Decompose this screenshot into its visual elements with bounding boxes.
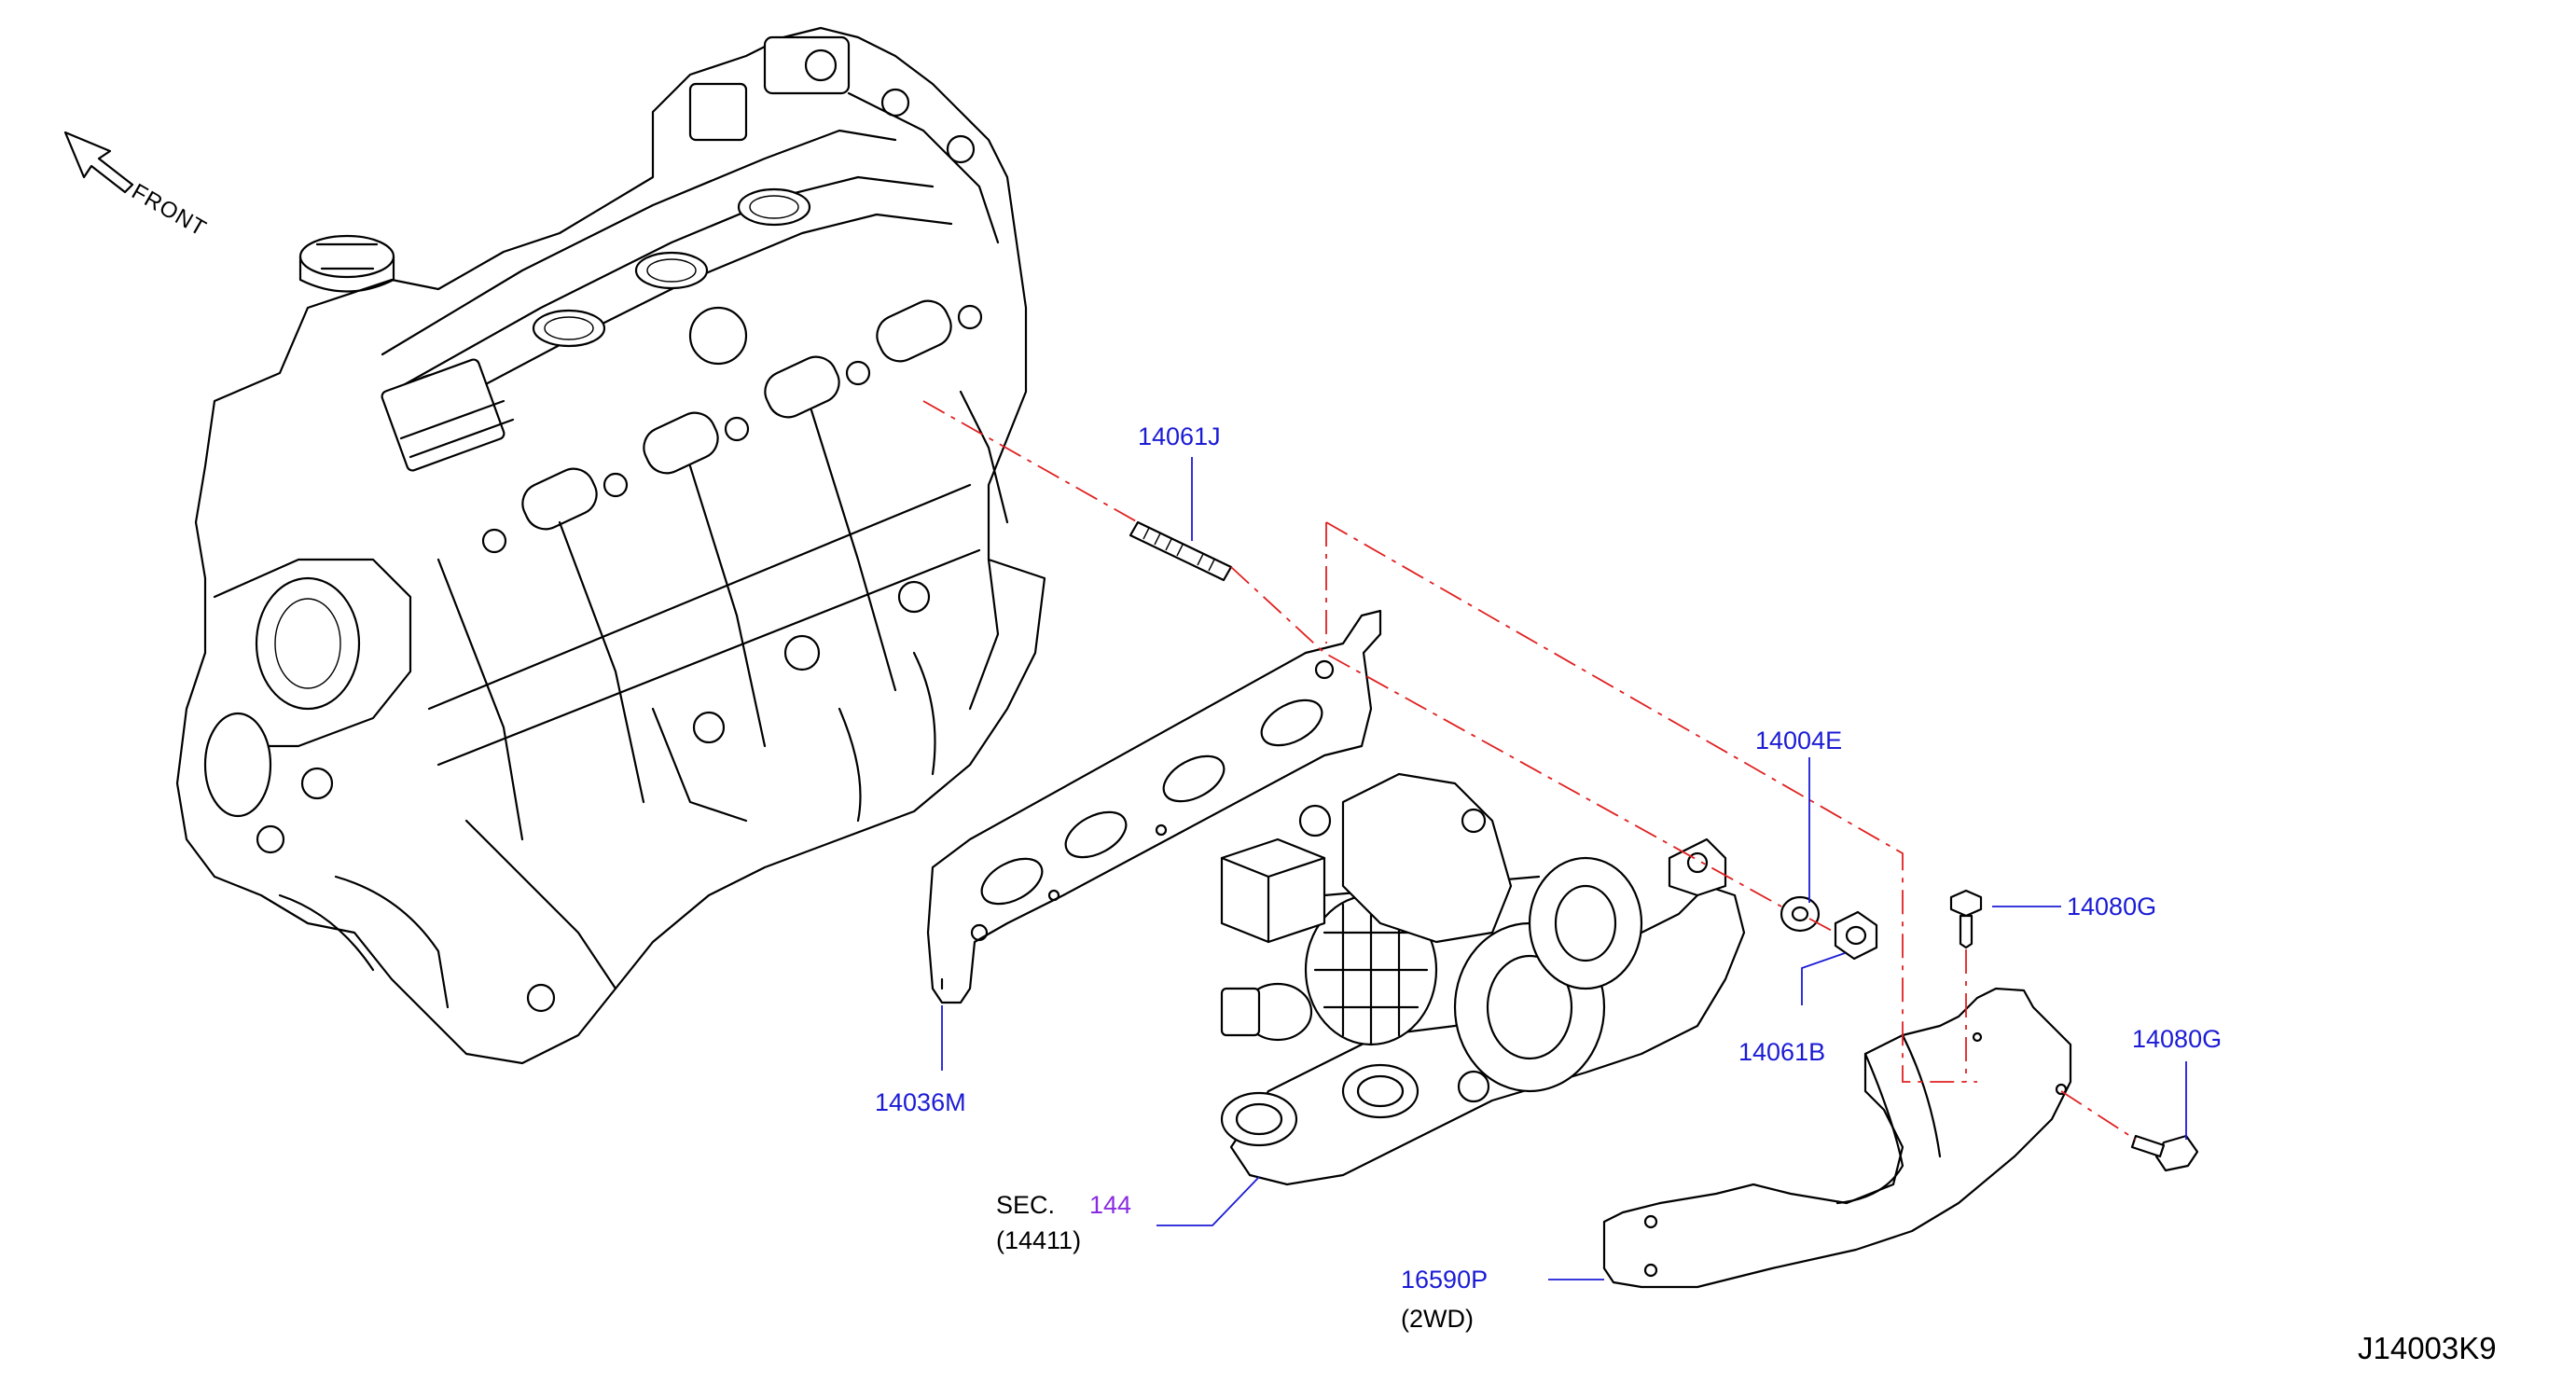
bolt-14080g-top[interactable] — [1949, 889, 1983, 949]
part-label-14004e[interactable]: 14004E — [1755, 727, 1843, 754]
part-label-16590p[interactable]: 16590P — [1401, 1266, 1489, 1294]
washer-14004e[interactable] — [1780, 895, 1821, 933]
nut-14061b[interactable] — [1834, 910, 1878, 961]
engine-assembly — [175, 26, 1046, 1065]
stud-14061j[interactable] — [1129, 520, 1233, 582]
exhaust-manifold-turbo[interactable] — [1220, 772, 1746, 1186]
heat-shield-16590p[interactable] — [1602, 987, 2072, 1289]
leader-lines — [941, 457, 2187, 1280]
assembly-centerlines — [922, 400, 2137, 1141]
part-label-14080g-bottom[interactable]: 14080G — [2132, 1025, 2223, 1053]
part-label-14036m[interactable]: 14036M — [875, 1088, 966, 1116]
section-ref-prefix: SEC. — [996, 1191, 1056, 1219]
bolt-14080g-bottom[interactable] — [2130, 1134, 2199, 1172]
part-label-14061j[interactable]: 14061J — [1138, 422, 1221, 450]
gasket-14036m[interactable] — [926, 609, 1382, 1004]
front-arrow-icon — [63, 131, 134, 194]
section-ref-sub: (14411) — [996, 1226, 1082, 1254]
section-ref-link-144[interactable]: 144 — [1089, 1191, 1132, 1219]
part-label-14080g-top[interactable]: 14080G — [2067, 893, 2157, 920]
diagram-code: J14003K9 — [2358, 1331, 2497, 1365]
part-label-14061b[interactable]: 14061B — [1738, 1038, 1826, 1066]
part-note-2wd: (2WD) — [1401, 1305, 1474, 1333]
